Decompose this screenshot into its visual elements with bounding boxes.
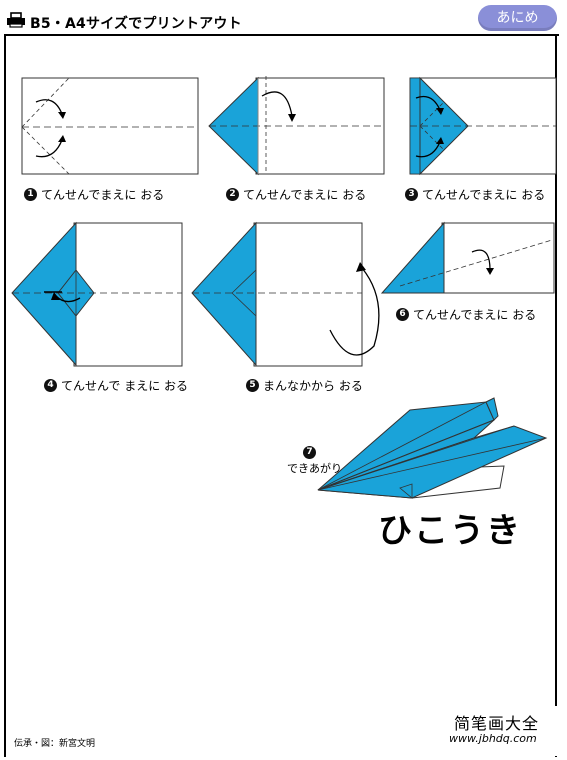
watermark-name: 简笔画大全 bbox=[454, 714, 540, 733]
step-4-label: 4 てんせんで まえに おる bbox=[44, 377, 188, 394]
step-number: 6 bbox=[396, 308, 409, 321]
step-text: まんなかから おる bbox=[263, 379, 363, 393]
step-text: てんせんでまえに おる bbox=[422, 188, 546, 202]
step-6-label: 6 てんせんでまえに おる bbox=[396, 306, 536, 323]
page-frame bbox=[4, 36, 557, 757]
step-text: てんせんでまえに おる bbox=[243, 188, 367, 202]
step-1-label: 1 てんせんでまえに おる bbox=[24, 186, 164, 203]
step-7-text: できあがり bbox=[287, 462, 342, 475]
watermark-background bbox=[434, 706, 562, 756]
step-number: 3 bbox=[405, 188, 418, 201]
credit-text: 伝承・図：新宮文明 bbox=[14, 739, 96, 749]
step-7-marker: 7 bbox=[303, 446, 320, 459]
step-3-label: 3 てんせんでまえに おる bbox=[405, 186, 545, 203]
step-5-diagram bbox=[191, 221, 380, 367]
step-3-diagram bbox=[409, 76, 557, 176]
step-5-label: 5 まんなかから おる bbox=[246, 377, 363, 394]
printer-icon bbox=[7, 12, 25, 28]
step-number: 5 bbox=[246, 379, 259, 392]
animation-button[interactable]: あにめ bbox=[478, 5, 557, 31]
step-number: 1 bbox=[24, 188, 37, 201]
step-4-diagram bbox=[11, 221, 183, 367]
header-divider bbox=[4, 34, 559, 36]
paper-airplane-illustration bbox=[317, 397, 548, 499]
step-number: 7 bbox=[303, 446, 316, 459]
step-text: てんせんで まえに おる bbox=[61, 379, 189, 393]
step-number: 4 bbox=[44, 379, 57, 392]
step-1-diagram bbox=[21, 77, 199, 175]
final-title: ひこうき bbox=[378, 511, 522, 551]
step-text: てんせんでまえに おる bbox=[41, 188, 165, 202]
step-text: てんせんでまえに おる bbox=[413, 308, 537, 322]
watermark-url: www.jbhdq.com bbox=[449, 732, 537, 745]
step-2-label: 2 てんせんでまえに おる bbox=[226, 186, 366, 203]
header-title: B5・A4サイズでプリントアウト bbox=[30, 16, 242, 32]
step-6-diagram bbox=[380, 221, 555, 294]
step-2-diagram bbox=[208, 76, 385, 176]
step-number: 2 bbox=[226, 188, 239, 201]
